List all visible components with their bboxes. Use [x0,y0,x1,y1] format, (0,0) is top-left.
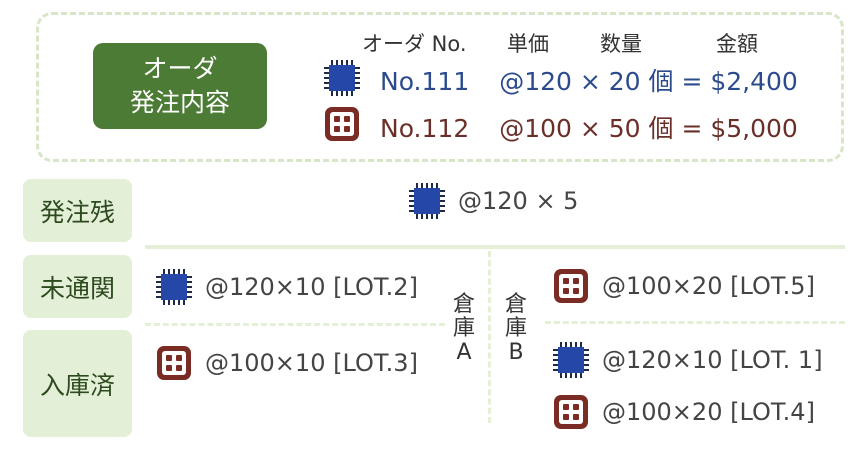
warehouse-b-received-text-1: @120×10 [LOT. 1] [602,346,823,374]
warehouse-a-uncleared-text: @120×10 [LOT.2] [205,273,418,301]
warehouse-a-received-text: @100×10 [LOT.3] [205,349,418,377]
order-calc-111: @120 × 20 個 = $2,400 [499,67,798,96]
order-badge: オーダ 発注内容 [93,43,267,129]
order-badge-line2: 発注内容 [129,88,230,117]
order-badge-line1: オーダ [142,54,218,83]
order-row-1: No.111 @120 × 20 個 = $2,400 [380,62,798,98]
warehouse-b-row-divider [545,321,845,324]
warehouse-b-char-1: 倉 [504,292,527,317]
order-panel [36,12,844,162]
warehouse-b-received-text-2: @100×20 [LOT.4] [602,398,815,426]
warehouse-b-label: 倉 庫 B [503,293,529,365]
order-calc-112: @100 × 50 個 = $5,000 [499,114,798,143]
warehouse-b-char-3: B [508,340,524,365]
order-no-112: No.112 [380,114,470,143]
section-label-received: 入庫済 [23,330,132,437]
warehouse-divider [488,251,491,423]
section-label-uncleared: 未通関 [23,255,132,318]
warehouse-b-char-2: 庫 [504,316,527,341]
cpu-chip-icon [409,183,445,219]
warehouse-b-uncleared-text: @100×20 [LOT.5] [602,272,815,300]
header-quantity: 数量 [600,32,642,56]
backorder-item: @120 × 5 [408,182,578,220]
order-row-2: No.112 @100 × 50 個 = $5,000 [380,109,798,145]
order-no-111: No.111 [380,67,470,96]
warehouse-b-received-item-2: @100×20 [LOT.4] [552,393,815,431]
memory-module-icon [325,107,359,141]
backorder-label-text: 発注残 [39,197,115,227]
warehouse-a-label: 倉 庫 A [451,293,477,365]
warehouse-b-uncleared-item: @100×20 [LOT.5] [552,267,815,305]
received-label-text: 入庫済 [39,370,115,400]
warehouse-a-char-3: A [456,340,472,365]
warehouse-a-received-item: @100×10 [LOT.3] [155,344,418,382]
warehouse-b-received-item-1: @120×10 [LOT. 1] [552,341,823,379]
section-divider [145,245,845,249]
section-label-backorder: 発注残 [23,179,132,242]
header-order-no: オーダ No. [362,32,467,56]
memory-module-icon [554,269,588,303]
warehouse-a-row-divider [145,323,445,326]
cpu-chip-icon [156,269,192,305]
memory-module-icon [554,395,588,429]
header-amount: 金額 [716,32,758,56]
cpu-chip-icon [324,60,360,96]
backorder-item-text: @120 × 5 [458,187,579,215]
memory-module-icon [157,346,191,380]
uncleared-label-text: 未通関 [39,273,115,303]
cpu-chip-icon [553,342,589,378]
header-unit-price: 単価 [507,32,549,56]
warehouse-a-uncleared-item: @120×10 [LOT.2] [155,268,418,306]
warehouse-a-char-1: 倉 [452,292,475,317]
warehouse-a-char-2: 庫 [452,316,475,341]
